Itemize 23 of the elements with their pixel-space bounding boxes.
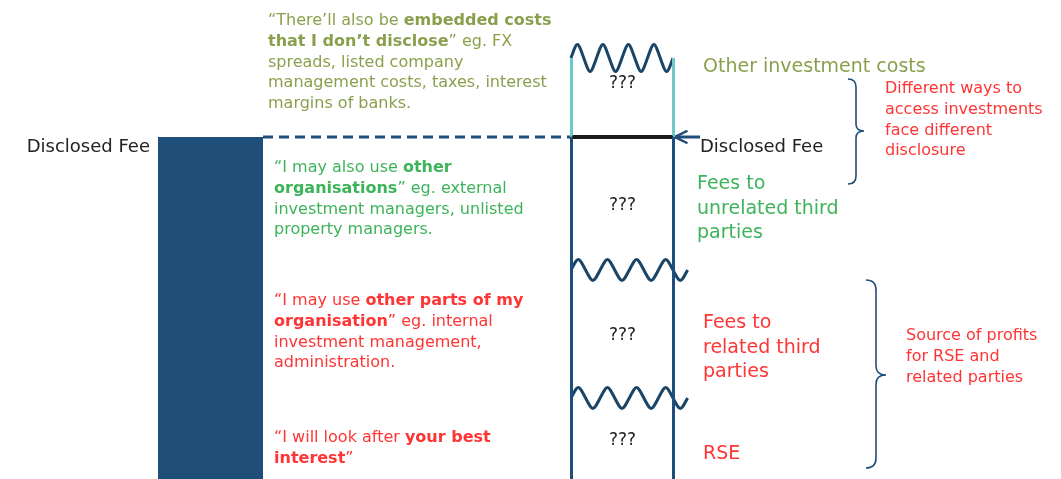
- fee-level-label: Disclosed Fee: [26, 135, 150, 156]
- fee-bar: [158, 137, 263, 479]
- unknown-amount: ???: [608, 193, 637, 214]
- fee-column-segment: [570, 58, 675, 139]
- annotation-text: RSE: [703, 440, 742, 465]
- fee-level-label: Disclosed Fee: [700, 134, 824, 156]
- annotation-text: “I may use other parts of my organisation” eg. internal investment management, administration.: [274, 290, 525, 374]
- annotation-text: “I will look after your best interest”: [274, 427, 492, 469]
- fee-column-segment: [570, 137, 675, 270]
- unknown-amount: ???: [608, 72, 637, 92]
- fee-column-segment: [570, 270, 675, 398]
- dashed-fee-line: [263, 135, 570, 139]
- unknown-amount: ???: [608, 428, 637, 449]
- annotation-text: Other investment costs: [703, 53, 927, 78]
- annotation-text: “I may also use other organisations” eg. external investment managers, unlisted property managers.: [274, 157, 525, 241]
- arrow: [673, 129, 700, 145]
- annotation-text: Source of profits for RSE and related parties: [906, 325, 1039, 388]
- annotation-text: “There’ll also be embedded costs that I don’t disclose” eg. FX spreads, listed company management costs, taxes, interest margins of banks.: [268, 10, 553, 114]
- annotation-text: Fees to related third parties: [703, 309, 822, 384]
- annotation-text: Different ways to access investments face different disclosure: [885, 78, 1044, 162]
- annotation-text: Fees to unrelated third parties: [697, 170, 840, 245]
- fee-column-segment: [570, 398, 675, 479]
- unknown-amount: ???: [608, 324, 637, 344]
